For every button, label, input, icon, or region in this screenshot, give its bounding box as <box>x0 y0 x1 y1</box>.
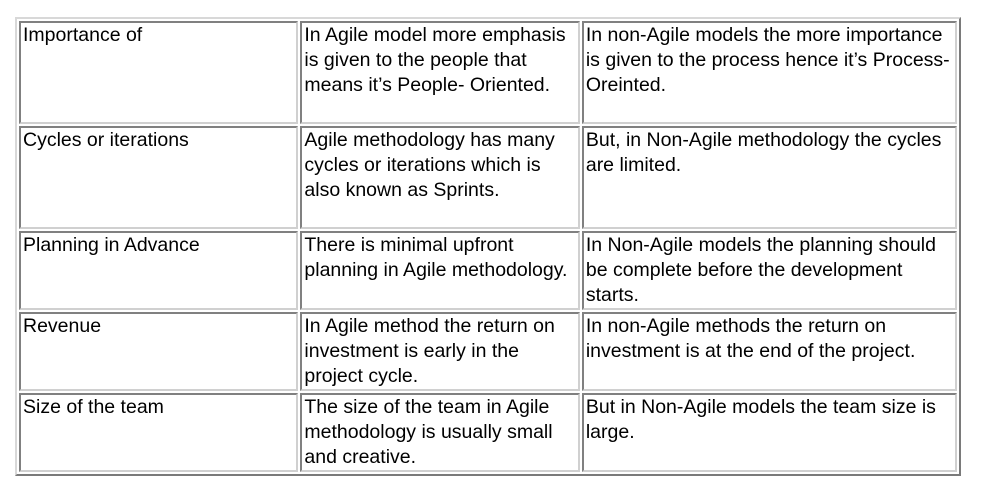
non-agile-cell: In non-Agile methods the return on inves… <box>581 312 957 391</box>
non-agile-cell: But, in Non-Agile methodology the cycles… <box>581 126 957 229</box>
table-row: Planning in Advance There is minimal upf… <box>19 231 957 310</box>
agile-cell: In Agile method the return on investment… <box>300 312 580 391</box>
aspect-cell: Planning in Advance <box>19 231 299 310</box>
table-row: Revenue In Agile method the return on in… <box>19 312 957 391</box>
non-agile-cell: But in Non-Agile models the team size is… <box>581 393 957 472</box>
table-row: Cycles or iterations Agile methodology h… <box>19 126 957 229</box>
non-agile-cell: In non-Agile models the more importance … <box>581 21 957 124</box>
agile-cell: The size of the team in Agile methodolog… <box>300 393 580 472</box>
comparison-table: Importance of In Agile model more emphas… <box>15 17 961 476</box>
aspect-cell: Size of the team <box>19 393 299 472</box>
agile-cell: There is minimal upfront planning in Agi… <box>300 231 580 310</box>
table-row: Importance of In Agile model more emphas… <box>19 21 957 124</box>
table-row: Size of the team The size of the team in… <box>19 393 957 472</box>
aspect-cell: Importance of <box>19 21 299 124</box>
non-agile-cell: In Non-Agile models the planning should … <box>581 231 957 310</box>
agile-cell: In Agile model more emphasis is given to… <box>300 21 580 124</box>
aspect-cell: Revenue <box>19 312 299 391</box>
agile-cell: Agile methodology has many cycles or ite… <box>300 126 580 229</box>
aspect-cell: Cycles or iterations <box>19 126 299 229</box>
